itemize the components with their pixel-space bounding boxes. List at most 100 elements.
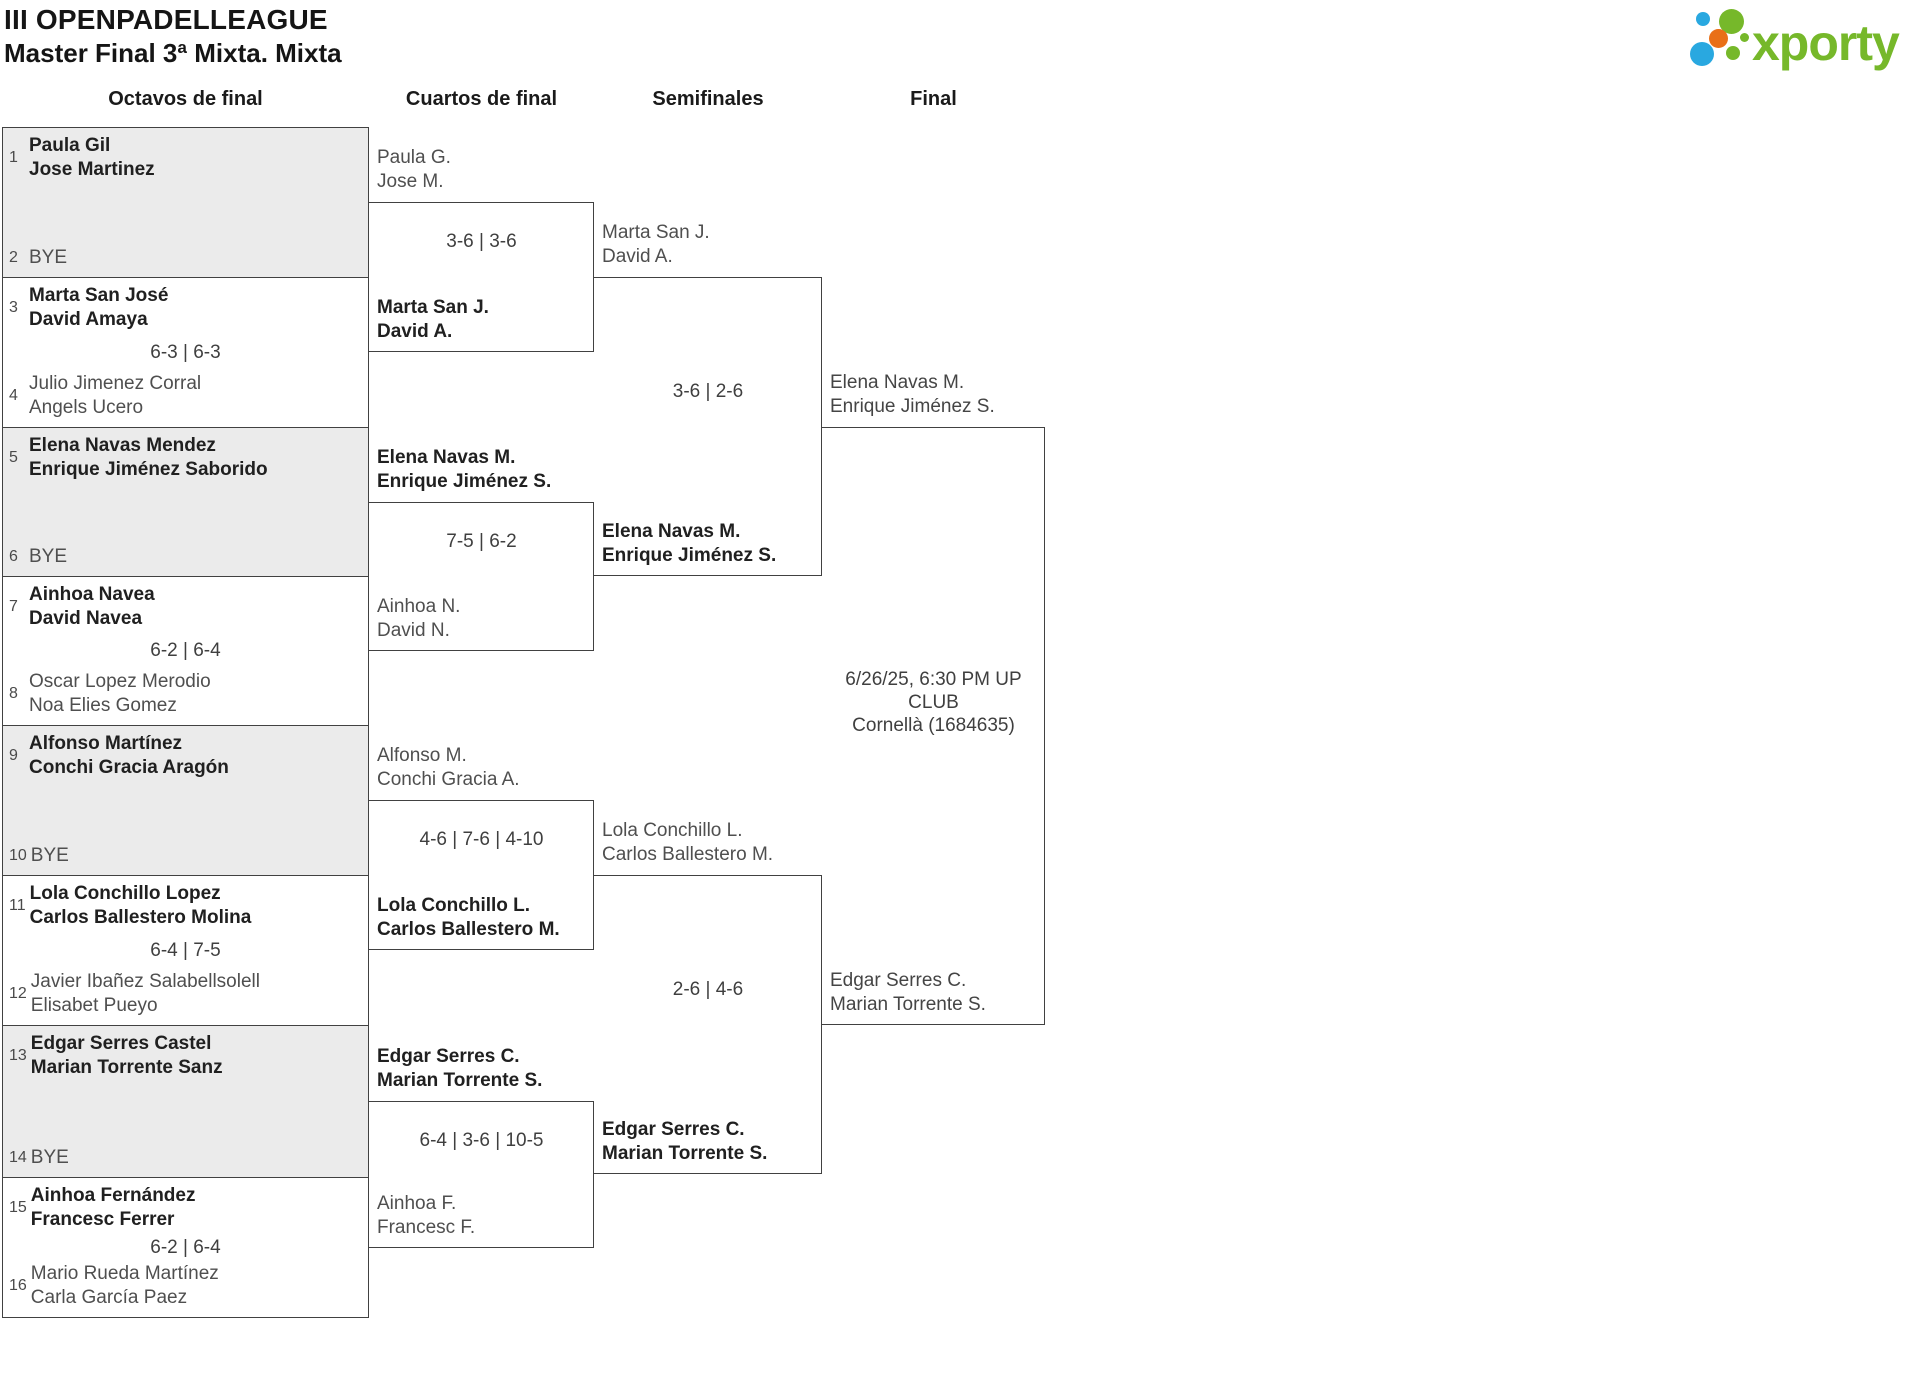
- column-header-final: Final: [910, 88, 957, 110]
- logo-dot-blue-small: [1696, 12, 1710, 26]
- team-name: Elena Navas M.: [377, 446, 516, 468]
- team-name: David N.: [377, 619, 450, 641]
- team-name: Jose Martinez: [29, 159, 155, 180]
- team-name: David A.: [602, 246, 673, 267]
- team-name: Paula G.: [377, 147, 451, 168]
- team-name: Marta San J.: [602, 222, 710, 243]
- entrant-label[interactable]: Edgar Serres C.Marian Torrente S.: [830, 969, 1037, 1017]
- team-names: BYE: [29, 246, 67, 270]
- final-info-line: 6/26/25, 6:30 PM UP CLUB: [845, 669, 1022, 713]
- team-name: Ainhoa Navea: [29, 584, 155, 605]
- team-name: David Amaya: [29, 309, 148, 330]
- team-name: David A.: [377, 321, 453, 342]
- match-score: 3-6 | 3-6: [446, 231, 517, 252]
- team-name: BYE: [30, 845, 69, 866]
- logo-dot-green-small: [1726, 46, 1740, 60]
- entrant-label[interactable]: Marta San J. David A.: [602, 221, 814, 269]
- team-name: Carla García Paez: [30, 1287, 188, 1308]
- team-name: Alfonso M.: [377, 745, 467, 766]
- entrant-label[interactable]: Lola Conchillo L.Carlos Ballestero M.: [602, 819, 814, 867]
- team-name: Marian Torrente S.: [377, 1070, 543, 1091]
- team-name: Edgar Serres C.: [602, 1119, 745, 1141]
- logo-dot-green-tiny: [1740, 33, 1749, 42]
- logo-dot-blue-large: [1690, 42, 1714, 66]
- page-title: III OPENPADELLEAGUE: [4, 4, 328, 35]
- entrant-label[interactable]: Elena Navas M.Enrique Jiménez S.: [602, 520, 814, 568]
- team-name: Paula Gil: [29, 135, 111, 156]
- entrant-label[interactable]: Edgar Serres C.Marian Torrente S.: [602, 1118, 814, 1166]
- entrant-label[interactable]: Ainhoa F.Francesc F.: [377, 1192, 586, 1240]
- match-final: [822, 426, 1045, 1025]
- team-name: Mario Rueda Martínez: [30, 1263, 219, 1284]
- team-name: Carlos Ballestero M.: [377, 919, 560, 940]
- seed-number: 8: [9, 685, 18, 702]
- match-sf-2: [594, 875, 822, 1175]
- team-name: Elena Navas Mendez: [29, 435, 216, 456]
- seed-number: 1: [9, 149, 18, 166]
- match-score: 3-6 | 2-6: [672, 381, 744, 402]
- team-name: Elena Navas M.: [602, 521, 741, 542]
- entrant-label[interactable]: Alfonso M.Conchi Gracia A.: [377, 744, 586, 792]
- team-name: Francesc Ferrer: [30, 1209, 175, 1230]
- entrant-label[interactable]: Edgar Serres C.Marian Torrente S.: [377, 1045, 586, 1093]
- entrant-label[interactable]: Lola Conchillo L.Carlos Ballestero M.: [377, 894, 586, 942]
- team-name: Carlos Ballestero M.: [602, 844, 774, 865]
- team-name: Enrique Jiménez S.: [830, 395, 995, 417]
- xporty-logo[interactable]: xporty: [1690, 5, 1920, 71]
- team-name: Ainhoa F.: [377, 1192, 457, 1214]
- team-name: Marian Torrente S.: [602, 1143, 768, 1165]
- team-name: Edgar Serres C.: [830, 969, 967, 991]
- match-qf-4: [369, 1101, 594, 1248]
- team-name: Noa Elies Gomez: [29, 695, 177, 716]
- team-name: Enrique Jiménez S.: [377, 470, 552, 492]
- entrant-label[interactable]: Paula G.Jose M.: [377, 146, 586, 194]
- entrant-label[interactable]: Elena Navas M.Enrique Jiménez S.: [830, 371, 1037, 419]
- team-name: Lola Conchillo Lopez: [29, 883, 221, 904]
- team-name: Marian Torrente Sanz: [30, 1057, 223, 1078]
- match-sf-1: [594, 277, 822, 576]
- team-name: Alfonso Martínez: [29, 733, 183, 754]
- team-names: BYE: [29, 545, 67, 569]
- logo-wordmark: xporty: [1752, 15, 1900, 71]
- entrant-label[interactable]: Elena Navas M.Enrique Jiménez S.: [377, 446, 586, 494]
- team-names: BYE: [31, 1146, 69, 1170]
- team-name: Edgar Serres Castel: [30, 1033, 212, 1054]
- seed-number: 13: [9, 1047, 27, 1064]
- team-name: Julio Jimenez Corral: [29, 373, 202, 394]
- team-name: Marta San José: [29, 285, 169, 306]
- seed-number: 12: [9, 985, 27, 1002]
- entrant-label[interactable]: Marta San J.David A.: [377, 296, 586, 344]
- match-score: 4-6 | 7-6 | 4-10: [419, 829, 544, 850]
- entrant-label[interactable]: Ainhoa N.David N.: [377, 595, 586, 643]
